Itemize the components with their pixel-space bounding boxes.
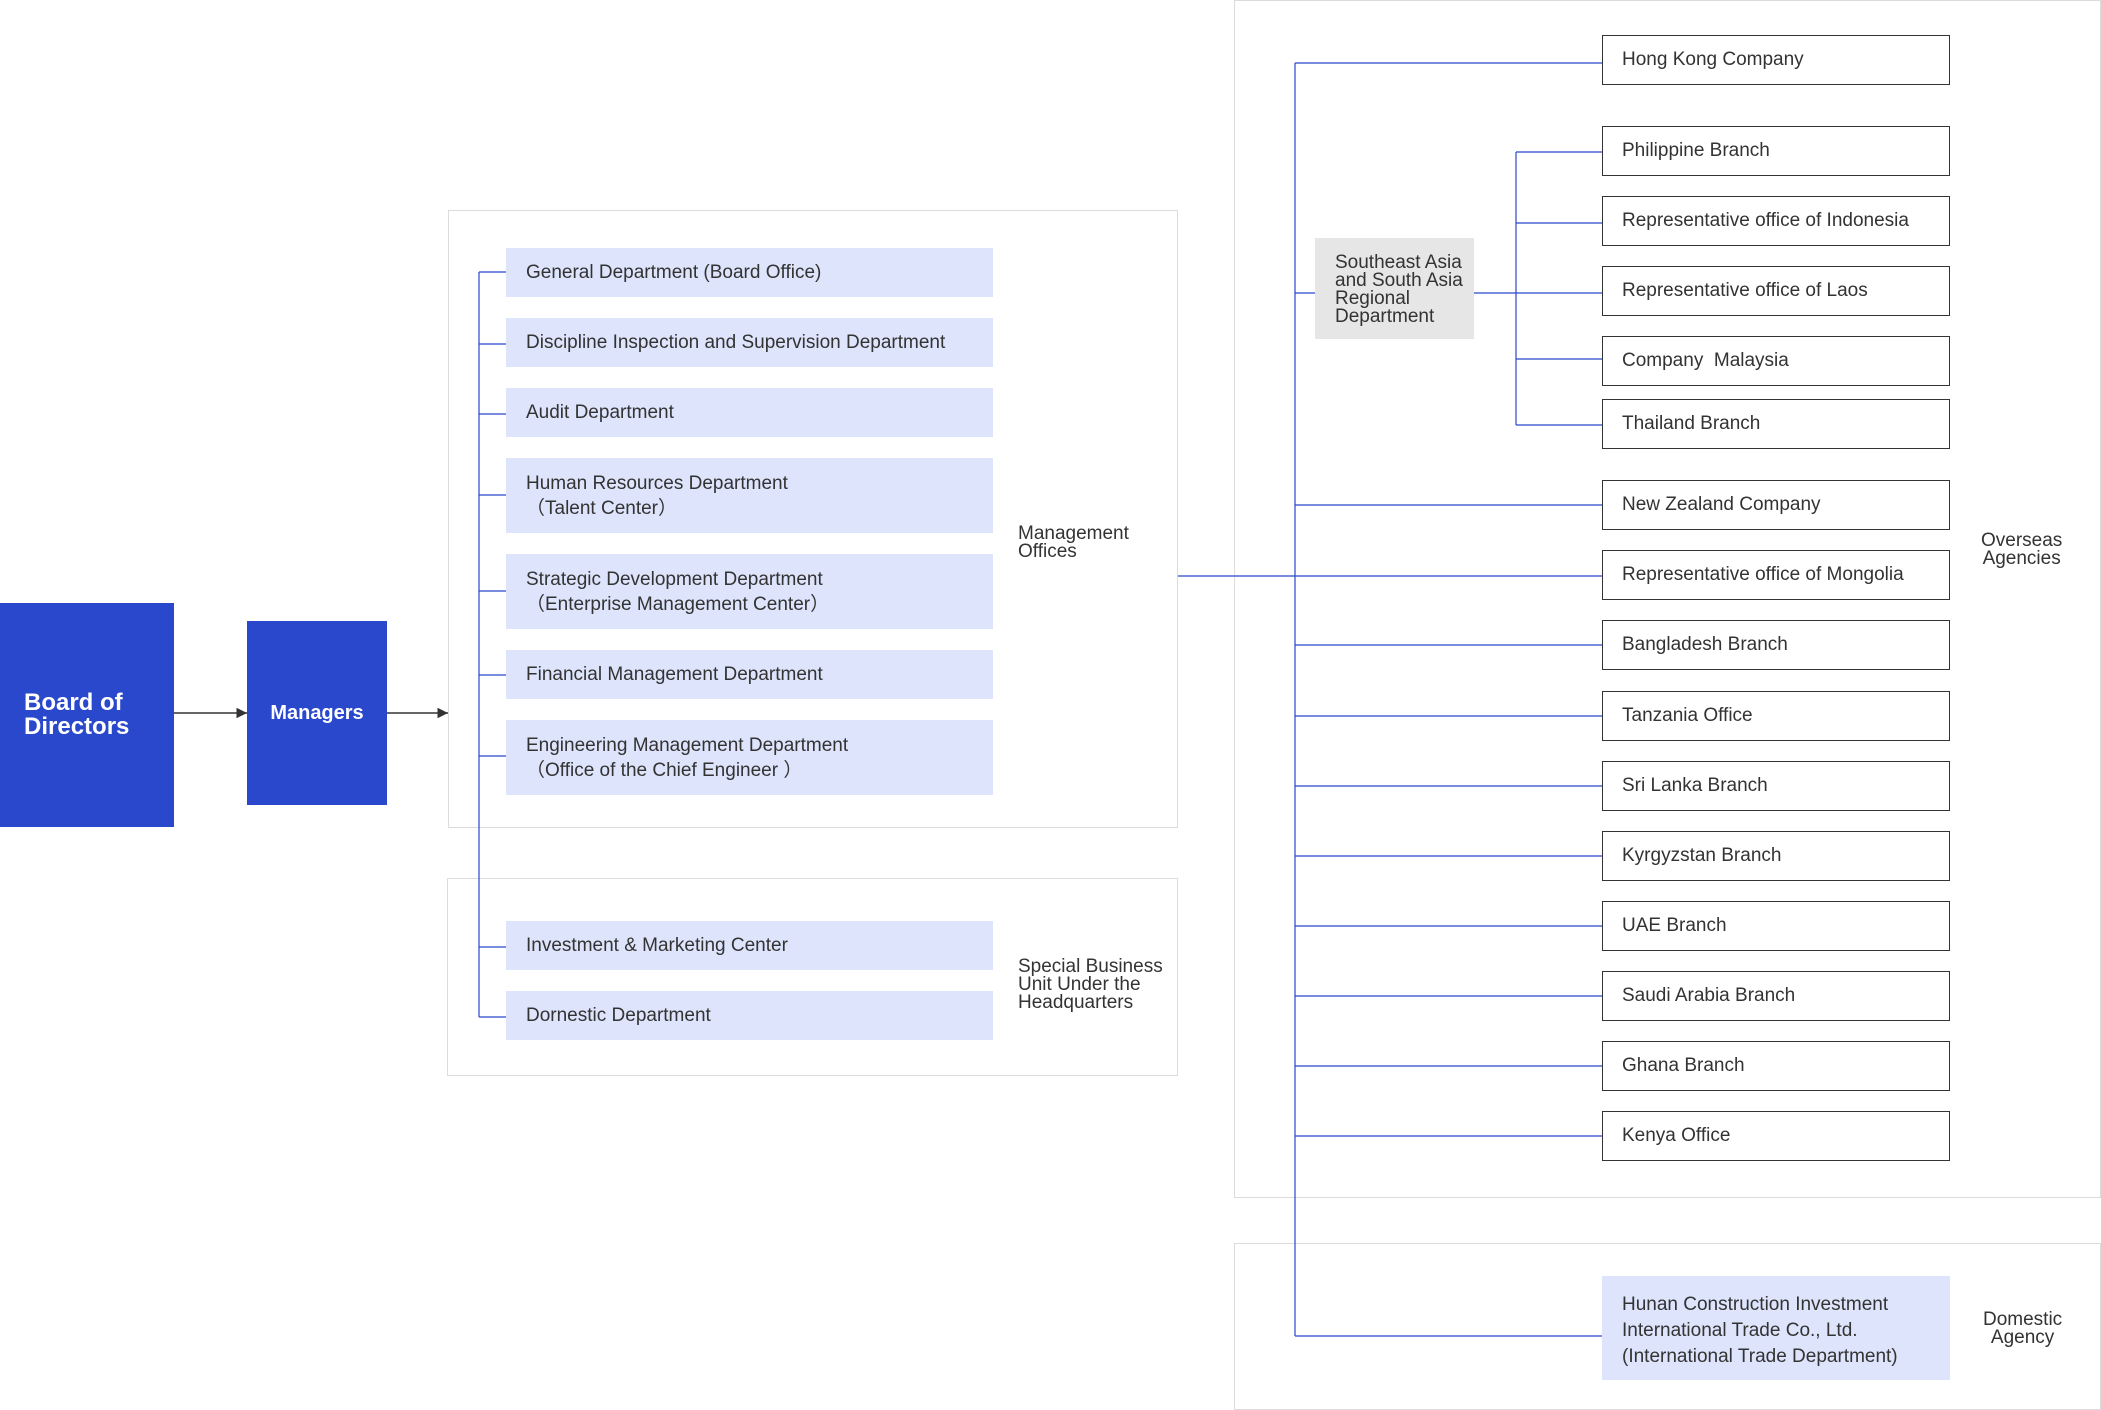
office-kenya: Kenya Office: [1602, 1111, 1950, 1161]
dept-investment-marketing: Investment & Marketing Center: [506, 921, 993, 970]
office-sri-lanka: Sri Lanka Branch: [1602, 761, 1950, 811]
office-label: Saudi Arabia Branch: [1622, 985, 1796, 1006]
office-thailand: Thailand Branch: [1602, 399, 1950, 449]
managers-box: Managers: [247, 621, 387, 805]
management-offices-frame: [448, 210, 1178, 828]
dept-label: Engineering Management Department （Offic…: [526, 734, 849, 781]
dept-domestic: Dornestic Department: [506, 991, 993, 1040]
office-label: Representative office of Mongolia: [1622, 564, 1904, 585]
office-laos: Representative office of Laos: [1602, 266, 1950, 316]
office-tanzania: Tanzania Office: [1602, 691, 1950, 741]
special-business-label: Special Business Unit Under the Headquar…: [1018, 956, 1163, 1013]
management-offices-label: Management Offices: [1018, 523, 1129, 562]
office-philippine: Philippine Branch: [1602, 126, 1950, 176]
regional-department-box: Southeast Asia and South Asia Regional D…: [1315, 238, 1474, 339]
dept-label: Financial Management Department: [526, 664, 823, 685]
office-kyrgyzstan: Kyrgyzstan Branch: [1602, 831, 1950, 881]
managers-label: Managers: [270, 701, 364, 724]
office-label: Hong Kong Company: [1622, 49, 1804, 70]
dept-audit: Audit Department: [506, 388, 993, 437]
office-label: Thailand Branch: [1622, 413, 1761, 434]
office-label: Company Malaysia: [1622, 350, 1789, 371]
dept-discipline-inspection: Discipline Inspection and Supervision De…: [506, 318, 993, 367]
office-label: Philippine Branch: [1622, 140, 1770, 161]
dept-label: Audit Department: [526, 402, 674, 423]
dept-engineering-management: Engineering Management Department （Offic…: [506, 720, 993, 795]
office-label: Sri Lanka Branch: [1622, 775, 1768, 796]
office-malaysia: Company Malaysia: [1602, 336, 1950, 386]
office-new-zealand: New Zealand Company: [1602, 480, 1950, 530]
office-label: Kyrgyzstan Branch: [1622, 845, 1782, 866]
board-of-directors-label: Board of Directors: [24, 689, 130, 740]
domestic-company-box: Hunan Construction Investment Internatio…: [1602, 1276, 1950, 1380]
special-business-frame: [447, 878, 1178, 1076]
dept-label: Investment & Marketing Center: [526, 935, 788, 956]
office-mongolia: Representative office of Mongolia: [1602, 550, 1950, 600]
dept-strategic-development: Strategic Development Department （Enterp…: [506, 554, 993, 629]
dept-general: General Department (Board Office): [506, 248, 993, 297]
office-label: Tanzania Office: [1622, 705, 1753, 726]
office-bangladesh: Bangladesh Branch: [1602, 620, 1950, 670]
dept-label: Strategic Development Department （Enterp…: [526, 568, 830, 615]
dept-label: Human Resources Department （Talent Cente…: [526, 472, 788, 519]
office-label: New Zealand Company: [1622, 494, 1821, 515]
dept-human-resources: Human Resources Department （Talent Cente…: [506, 458, 993, 533]
office-label: UAE Branch: [1622, 915, 1727, 936]
domestic-agency-label: Domestic Agency: [1983, 1309, 2063, 1348]
office-ghana: Ghana Branch: [1602, 1041, 1950, 1091]
office-saudi-arabia: Saudi Arabia Branch: [1602, 971, 1950, 1021]
office-label: Kenya Office: [1622, 1125, 1731, 1146]
office-uae: UAE Branch: [1602, 901, 1950, 951]
office-hong-kong: Hong Kong Company: [1602, 35, 1950, 85]
office-label: Bangladesh Branch: [1622, 634, 1788, 655]
office-label: Ghana Branch: [1622, 1055, 1745, 1076]
dept-label: General Department (Board Office): [526, 262, 822, 283]
dept-label: Discipline Inspection and Supervision De…: [526, 332, 946, 353]
office-label: Representative office of Indonesia: [1622, 210, 1909, 231]
office-label: Representative office of Laos: [1622, 280, 1868, 301]
dept-label: Dornestic Department: [526, 1005, 711, 1026]
overseas-agencies-label: Overseas Agencies: [1981, 530, 2063, 569]
board-of-directors-box: Board of Directors: [0, 603, 174, 827]
dept-financial-management: Financial Management Department: [506, 650, 993, 699]
office-indonesia: Representative office of Indonesia: [1602, 196, 1950, 246]
